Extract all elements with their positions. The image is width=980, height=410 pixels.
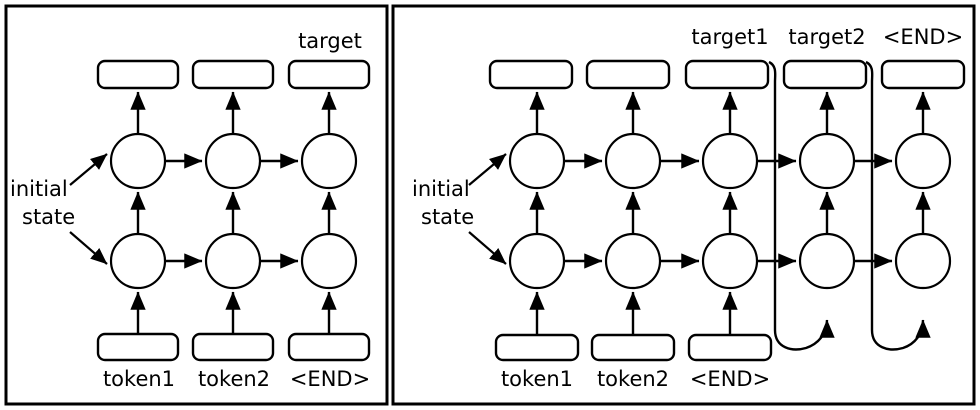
- right-initial-state-label-line2: state: [421, 205, 474, 229]
- left-upper-cell-1[interactable]: [109, 132, 167, 190]
- left-output-box-2[interactable]: [191, 59, 275, 90]
- left-input-box-3[interactable]: [287, 332, 371, 362]
- left-input-box-1[interactable]: [96, 332, 180, 362]
- right-input-label-3: <END>: [690, 367, 770, 391]
- left-upper-cell-2[interactable]: [204, 132, 262, 190]
- right-output-box-3[interactable]: [684, 59, 770, 90]
- left-lower-cell-3[interactable]: [300, 232, 358, 290]
- left-input-label-3: <END>: [290, 367, 370, 391]
- left-lower-cell-1[interactable]: [109, 232, 167, 290]
- left-input-label-1: token1: [103, 367, 175, 391]
- left-initial-state-label-line2: state: [22, 205, 75, 229]
- right-input-label-1: token1: [501, 367, 573, 391]
- right-upper-cell-4[interactable]: [798, 132, 856, 190]
- left-panel-border: [4, 4, 389, 406]
- right-lower-cell-2[interactable]: [604, 232, 662, 290]
- right-initial-state-label-line1: initial: [412, 177, 470, 201]
- left-output-box-3[interactable]: [287, 59, 371, 90]
- left-output-box-1[interactable]: [96, 59, 180, 90]
- right-output-box-1[interactable]: [488, 59, 574, 90]
- right-input-box-2[interactable]: [590, 333, 676, 362]
- right-lower-cell-1[interactable]: [508, 232, 566, 290]
- left-output-header-label-3: target: [298, 29, 362, 53]
- left-input-box-2[interactable]: [191, 332, 275, 362]
- right-output-header-label-3: target1: [691, 25, 768, 49]
- right-upper-cell-1[interactable]: [508, 132, 566, 190]
- right-output-header-label-4: target2: [788, 25, 865, 49]
- right-arrow-initial-state-to-upper: [468, 153, 507, 186]
- right-upper-cell-3[interactable]: [701, 132, 759, 190]
- right-input-box-1[interactable]: [494, 333, 580, 362]
- left-arrow-initial-state-to-lower: [69, 231, 108, 265]
- right-feedback-loop-1: [768, 60, 835, 351]
- left-lower-cell-2[interactable]: [204, 232, 262, 290]
- left-panel: target: [4, 4, 389, 406]
- right-panel-border: [391, 4, 976, 406]
- left-arrow-initial-state-to-upper: [69, 153, 108, 186]
- right-feedback-loop-2: [865, 60, 931, 351]
- right-lower-cell-5[interactable]: [894, 232, 952, 290]
- left-input-label-2: token2: [198, 367, 270, 391]
- right-lower-cell-4[interactable]: [798, 232, 856, 290]
- right-arrow-initial-state-to-lower: [468, 231, 507, 265]
- right-output-box-2[interactable]: [585, 59, 671, 90]
- right-lower-cell-3[interactable]: [701, 232, 759, 290]
- right-output-box-4[interactable]: [782, 59, 868, 90]
- right-panel: target1 target2 <END>: [391, 4, 976, 406]
- right-output-header-label-5: <END>: [883, 25, 963, 49]
- right-output-box-5[interactable]: [880, 59, 966, 90]
- right-upper-cell-2[interactable]: [604, 132, 662, 190]
- left-initial-state-label-line1: initial: [10, 177, 68, 201]
- left-upper-cell-3[interactable]: [300, 132, 358, 190]
- right-input-label-2: token2: [597, 367, 669, 391]
- right-upper-cell-5[interactable]: [894, 132, 952, 190]
- right-input-box-3[interactable]: [687, 333, 773, 362]
